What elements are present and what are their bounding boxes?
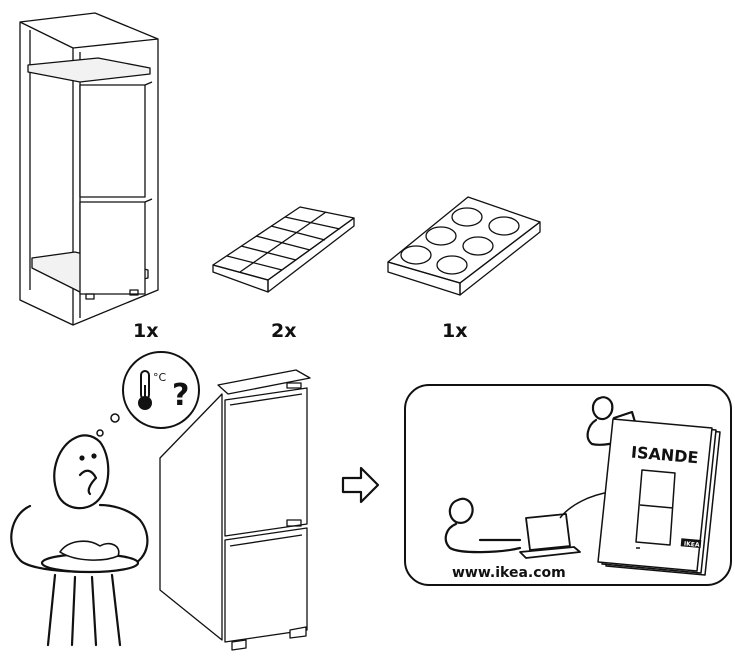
thought-bubble: °C ?: [122, 351, 200, 429]
ikea-logo-icon: IKEA: [680, 538, 702, 549]
thought-bubble-dots: [96, 413, 120, 437]
person-with-plate-drawing: [10, 434, 149, 647]
built-in-fridge-drawing: [159, 369, 311, 651]
website-url: www.ikea.com: [452, 565, 566, 581]
cabinet-fridge-quantity: 1x: [133, 320, 159, 342]
ikea-logo-text: IKEA: [684, 540, 701, 548]
ice-cube-tray-quantity: 2x: [271, 320, 297, 342]
fridge-in-cabinet-drawing: [19, 12, 159, 326]
next-step-arrow-icon: [341, 466, 380, 504]
thermometer-icon: [138, 370, 152, 410]
manual-booklet-icon: [597, 418, 721, 576]
egg-tray-drawing: [387, 196, 541, 296]
egg-tray-quantity: 1x: [442, 320, 468, 342]
ice-cube-tray-drawing: [212, 206, 355, 293]
laptop-person-icon: [444, 497, 522, 554]
information-panel: ISANDE IKEA www.ikea.com: [404, 384, 732, 586]
question-mark: ?: [172, 378, 189, 413]
temperature-unit: °C: [153, 371, 167, 384]
laptop-icon: [519, 513, 581, 559]
